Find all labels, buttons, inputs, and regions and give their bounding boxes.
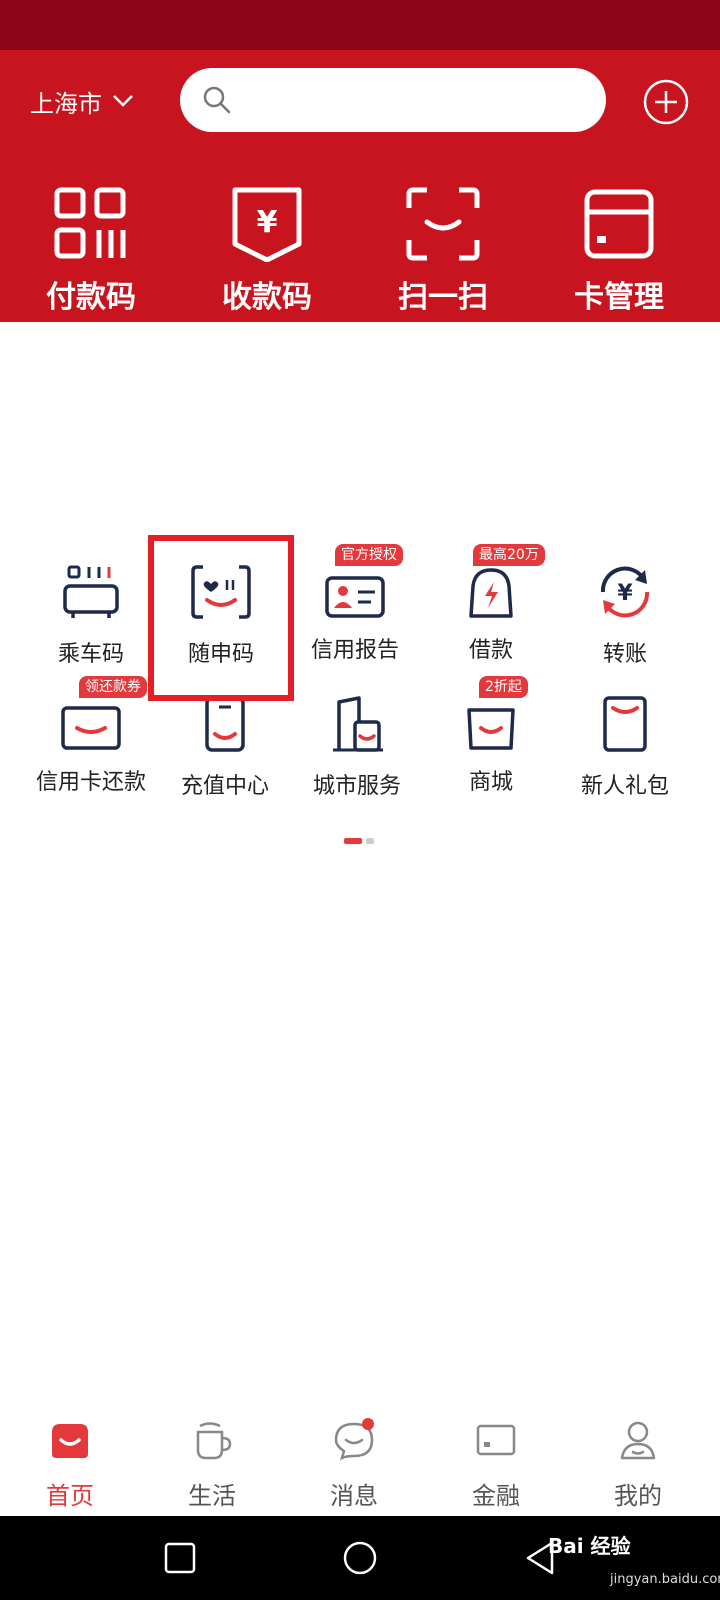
grid-item-suishen-code[interactable]: 随申码 (154, 564, 288, 684)
transit-code-icon (63, 565, 119, 618)
tab-home[interactable]: 首页 (10, 1418, 130, 1511)
message-icon (334, 1418, 374, 1461)
grid-item-label: 随申码 (187, 642, 254, 667)
promo-tag: 2折起 (479, 676, 528, 698)
recharge-icon (205, 696, 245, 752)
tab-bar (0, 1410, 720, 1516)
grid-item-label: 乘车码 (57, 642, 124, 667)
page-dot (366, 838, 374, 844)
watermark-url: jingyan.baidu.com (610, 1572, 720, 1587)
grid-item-label: 转账 (602, 642, 647, 667)
receive-code-icon: ¥ (232, 187, 302, 263)
tab-label: 消息 (330, 1482, 378, 1510)
grid-item-label: 信用卡还款 (35, 770, 146, 795)
page-indicator (344, 838, 376, 844)
grid-item-label: 借款 (468, 638, 513, 663)
add-icon[interactable] (642, 78, 690, 126)
search-icon (203, 86, 231, 114)
gift-pack-icon (603, 696, 647, 752)
grid-item-transfer[interactable]: ¥ 转账 (558, 564, 692, 684)
tab-label: 我的 (614, 1482, 662, 1510)
city-label: 上海市 (30, 89, 102, 118)
mall-icon (467, 708, 515, 750)
grid-item-label: 充值中心 (180, 774, 269, 799)
promo-tag: 领还款券 (79, 676, 147, 698)
quick-action-card-manage[interactable]: 卡管理 (544, 186, 694, 316)
system-nav-bar (0, 1516, 720, 1600)
tab-label: 生活 (188, 1482, 236, 1510)
payment-code-icon (54, 187, 126, 259)
tab-message[interactable]: 消息 (294, 1418, 414, 1511)
search-bar[interactable] (180, 68, 606, 132)
tab-label: 金融 (472, 1482, 520, 1510)
profile-icon (620, 1421, 656, 1460)
home-icon (52, 1424, 88, 1458)
promo-tag: 官方授权 (335, 544, 403, 566)
quick-action-payment-code[interactable]: 付款码 (16, 186, 166, 316)
highlight-box (148, 535, 294, 701)
card-manage-icon (584, 189, 654, 259)
quick-action-label: 收款码 (222, 280, 312, 315)
search-input[interactable] (244, 87, 606, 113)
grid-item-credit-report[interactable]: 官方授权 信用报告 (288, 544, 422, 684)
grid-item-recharge[interactable]: 充值中心 (158, 696, 292, 816)
grid-item-label: 商城 (468, 770, 513, 795)
tab-finance[interactable]: 金融 (436, 1418, 556, 1511)
transfer-icon: ¥ (600, 566, 650, 618)
quick-action-scan[interactable]: 扫一扫 (368, 186, 518, 316)
suishen-code-icon (191, 565, 251, 619)
promo-tag: 最高20万 (473, 544, 545, 566)
grid-item-city-service[interactable]: 城市服务 (290, 696, 424, 816)
watermark-brand: Bai 经验 (548, 1534, 631, 1558)
credit-report-icon (325, 576, 385, 618)
grid-item-credit-card-repay[interactable]: 领还款券 信用卡还款 (24, 676, 158, 816)
quick-action-receive-code[interactable]: ¥ 收款码 (192, 186, 342, 316)
tab-life[interactable]: 生活 (152, 1418, 272, 1511)
chevron-down-icon (113, 95, 133, 107)
grid-item-gift-pack[interactable]: 新人礼包 (558, 696, 692, 816)
city-selector[interactable]: 上海市 (30, 86, 134, 118)
page-dot-active (344, 838, 362, 844)
quick-action-label: 卡管理 (574, 280, 664, 315)
svg-text:¥: ¥ (617, 581, 633, 606)
loan-icon (469, 568, 513, 618)
quick-action-label: 付款码 (46, 280, 136, 315)
tab-label: 首页 (46, 1482, 94, 1510)
recent-apps-icon[interactable] (162, 1540, 198, 1576)
grid-item-transit-code[interactable]: 乘车码 (24, 564, 158, 684)
grid-item-mall[interactable]: 2折起 商城 (424, 676, 558, 816)
svg-text:¥: ¥ (257, 205, 278, 240)
mall-icon-wrap: 2折起 (459, 676, 528, 752)
credit-report-icon-wrap: 官方授权 (323, 544, 403, 620)
back-icon[interactable] (522, 1540, 558, 1576)
finance-icon (476, 1424, 516, 1456)
tab-profile[interactable]: 我的 (578, 1418, 698, 1511)
grid-item-label: 城市服务 (312, 774, 401, 799)
credit-card-repay-icon (61, 706, 121, 750)
grid-item-label: 新人礼包 (580, 774, 669, 799)
grid-item-label: 信用报告 (310, 638, 399, 663)
city-service-icon (333, 696, 383, 752)
life-icon (196, 1422, 232, 1460)
scan-icon (406, 187, 480, 261)
credit-card-repay-icon-wrap: 领还款券 (59, 676, 147, 752)
quick-action-label: 扫一扫 (398, 280, 488, 315)
grid-item-loan[interactable]: 最高20万 借款 (424, 544, 558, 684)
status-bar (0, 0, 720, 50)
loan-icon-wrap: 最高20万 (459, 544, 545, 620)
home-button-icon[interactable] (342, 1540, 378, 1576)
